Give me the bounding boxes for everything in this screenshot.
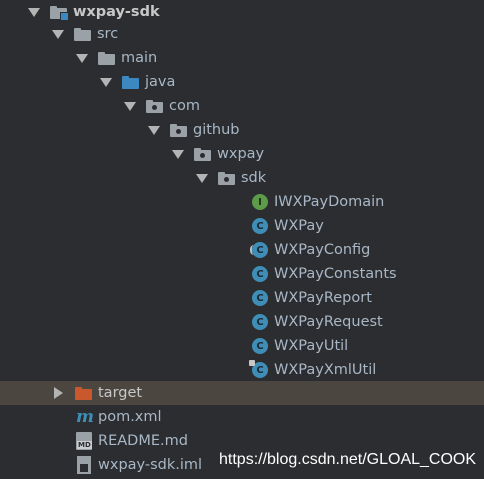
expand-arrow-icon[interactable] bbox=[76, 53, 88, 63]
tree-node-label: src bbox=[97, 26, 119, 42]
tree-node-label: wxpay bbox=[217, 146, 265, 162]
package-icon bbox=[146, 99, 163, 113]
tree-node-main[interactable]: main bbox=[0, 46, 484, 70]
package-icon bbox=[170, 123, 187, 137]
class-icon: C bbox=[252, 314, 268, 330]
tree-node-class[interactable]: C WXPayConstants bbox=[0, 262, 484, 286]
tree-node-sdk[interactable]: sdk bbox=[0, 166, 484, 190]
tree-node-class[interactable]: C WXPayUtil bbox=[0, 334, 484, 358]
markdown-file-icon: MD bbox=[76, 432, 92, 450]
expand-arrow-icon[interactable] bbox=[148, 125, 160, 135]
tree-node-class[interactable]: C WXPayReport bbox=[0, 286, 484, 310]
folder-icon bbox=[74, 27, 91, 41]
interface-icon: I bbox=[252, 194, 268, 210]
tree-node-class[interactable]: C WXPayConfig bbox=[0, 238, 484, 262]
folder-icon bbox=[98, 51, 115, 65]
tree-node-root[interactable]: wxpay-sdk bbox=[0, 0, 484, 24]
tree-node-label: wxpay-sdk.iml bbox=[98, 457, 203, 473]
expand-arrow-icon[interactable] bbox=[196, 173, 208, 183]
class-icon: C bbox=[252, 266, 268, 282]
tree-node-readme[interactable]: MD README.md bbox=[0, 429, 484, 453]
tree-node-label: README.md bbox=[98, 433, 188, 449]
tree-node-label: WXPay bbox=[274, 218, 324, 234]
tree-node-label: pom.xml bbox=[98, 409, 162, 425]
tree-node-label: IWXPayDomain bbox=[274, 194, 385, 210]
markdown-badge: MD bbox=[77, 441, 92, 449]
tree-node-label: java bbox=[145, 74, 176, 90]
tree-node-label: WXPayConstants bbox=[274, 266, 397, 282]
module-file-icon bbox=[77, 456, 91, 474]
tree-node-com[interactable]: com bbox=[0, 94, 484, 118]
tree-node-class[interactable]: C WXPayXmlUtil bbox=[0, 358, 484, 382]
module-folder-icon bbox=[50, 5, 69, 21]
tree-node-class[interactable]: C WXPayRequest bbox=[0, 310, 484, 334]
tree-node-label: com bbox=[169, 98, 200, 114]
tree-node-java[interactable]: java bbox=[0, 70, 484, 94]
tree-node-label: wxpay-sdk bbox=[73, 4, 160, 20]
tree-node-class[interactable]: C WXPay bbox=[0, 214, 484, 238]
tree-node-label: main bbox=[121, 50, 158, 66]
class-icon: C bbox=[252, 338, 268, 354]
expand-arrow-icon[interactable] bbox=[28, 7, 40, 17]
maven-file-icon: m bbox=[76, 407, 94, 427]
expand-arrow-icon[interactable] bbox=[100, 77, 112, 87]
tree-node-label: WXPayRequest bbox=[274, 314, 383, 330]
tree-node-label: github bbox=[193, 122, 240, 138]
expand-arrow-icon[interactable] bbox=[52, 29, 64, 39]
package-icon bbox=[194, 147, 211, 161]
tree-node-label: WXPayUtil bbox=[274, 338, 349, 354]
class-icon: C bbox=[252, 218, 268, 234]
tree-node-target[interactable]: target bbox=[0, 381, 484, 405]
tree-node-label: sdk bbox=[241, 170, 267, 186]
source-folder-icon bbox=[122, 75, 139, 89]
excluded-folder-icon bbox=[75, 386, 92, 400]
package-icon bbox=[218, 171, 235, 185]
tree-node-github[interactable]: github bbox=[0, 118, 484, 142]
expand-arrow-icon[interactable] bbox=[172, 149, 184, 159]
expand-arrow-icon[interactable] bbox=[124, 101, 136, 111]
tree-node-label: WXPayXmlUtil bbox=[274, 362, 377, 378]
class-icon: C bbox=[252, 290, 268, 306]
tree-node-label: WXPayConfig bbox=[274, 242, 371, 258]
tree-node-label: target bbox=[98, 385, 143, 401]
abstract-class-icon: C bbox=[250, 242, 268, 258]
final-class-icon: C bbox=[249, 360, 268, 378]
collapse-arrow-icon[interactable] bbox=[54, 387, 63, 399]
watermark-text: https://blog.csdn.net/GLOAL_COOK bbox=[219, 451, 477, 468]
tree-node-label: WXPayReport bbox=[274, 290, 372, 306]
tree-node-iml[interactable]: wxpay-sdk.iml bbox=[0, 453, 484, 477]
tree-node-pom[interactable]: m pom.xml bbox=[0, 405, 484, 429]
tree-node-wxpay[interactable]: wxpay bbox=[0, 142, 484, 166]
tree-node-class[interactable]: I IWXPayDomain bbox=[0, 190, 484, 214]
tree-node-src[interactable]: src bbox=[0, 22, 484, 46]
